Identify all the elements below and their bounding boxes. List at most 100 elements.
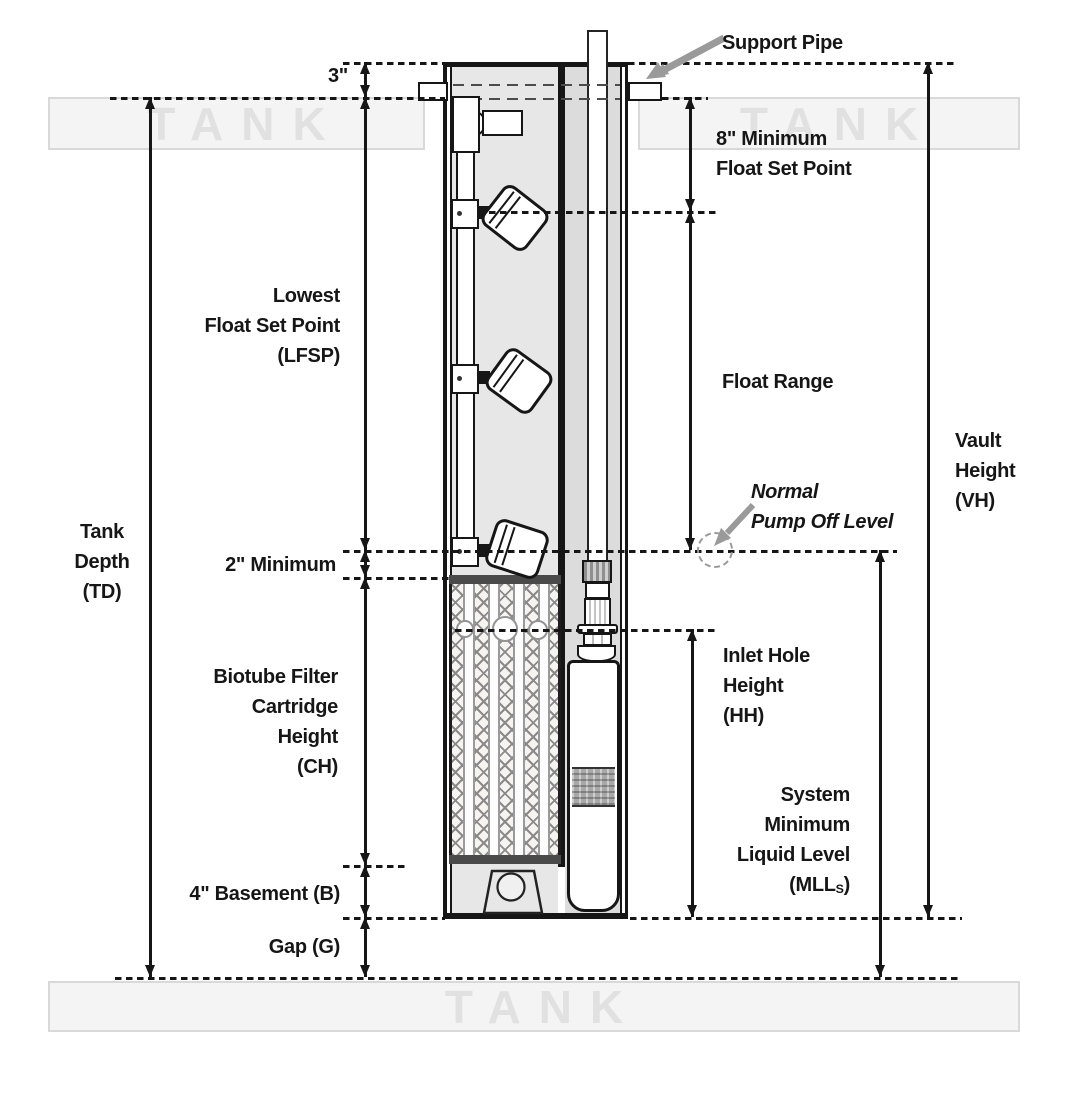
dim-cartridge-height [364, 577, 367, 865]
filter-rib [487, 584, 500, 855]
tank-depth-line-1: Tank [80, 521, 124, 543]
biotube-label: Biotube Filter Cartridge Height (CH) [153, 662, 338, 782]
pump-hose-coupler [582, 560, 612, 583]
vault-height-line-3: (VH) [955, 490, 995, 512]
inlet-line-1: Inlet Hole [723, 645, 811, 667]
level-vault-bottom-right [630, 917, 962, 920]
support-pipe-arrow [646, 34, 726, 79]
vault-divider-wall [558, 67, 565, 867]
dim-vault-height [927, 62, 930, 917]
filter-rib [462, 584, 475, 855]
dim-tank-depth [149, 97, 152, 977]
level-vault-top-left [343, 62, 445, 65]
mll-line-4: (MLLS) [655, 870, 850, 904]
vault-lid [443, 62, 628, 67]
tank-depth-line-3: (TD) [82, 581, 122, 603]
tank-lid-right-band: TANK [638, 97, 1020, 150]
level-inlet-holes [455, 629, 716, 632]
tank-watermark: TANK [444, 980, 642, 1033]
collar-screw [457, 211, 462, 216]
mll-line-1: System [780, 784, 851, 806]
inlet-line-2: Height [723, 675, 784, 697]
level-pump-off [343, 550, 897, 553]
stem-valve-handle [482, 110, 523, 136]
float-collar-middle [450, 364, 479, 394]
pump-intake-screen [572, 767, 615, 807]
dim-float-range [689, 211, 692, 550]
vault-height-label: Vault Height (VH) [955, 426, 1016, 516]
level-tank-bottom [115, 977, 962, 980]
min-float-line-2: Float Set Point [716, 158, 852, 180]
lfsp-label: Lowest Float Set Point (LFSP) [145, 281, 340, 371]
level-vault-bottom-left [343, 917, 445, 920]
tank-watermark: TANK [147, 97, 344, 150]
filter-rib [537, 584, 550, 855]
gap-label: Gap (G) [268, 936, 341, 958]
lfsp-line-1: Lowest [272, 285, 340, 307]
tank-bottom-band: TANK [48, 981, 1020, 1032]
dim-gap [364, 917, 367, 977]
pump-off-line-2: Pump Off Level [751, 511, 894, 533]
support-pipe-hidden-top-edge [453, 84, 620, 87]
support-pipe-label: Support Pipe [722, 32, 843, 54]
support-pipe-right-stub [628, 82, 662, 101]
biotube-line-2: Cartridge [251, 696, 339, 718]
support-pipe-left-stub [418, 82, 448, 101]
tank-depth-label: Tank Depth (TD) [51, 517, 153, 607]
pump-off-line-1: Normal [751, 481, 819, 503]
mll-line-2: Minimum [764, 814, 850, 836]
vault-right-wall-outer [624, 62, 629, 919]
vault-left-wall-outer [443, 62, 447, 919]
tank-depth-line-2: Depth [74, 551, 130, 573]
pump-off-arrow [714, 502, 756, 546]
filter-bottom-plate [448, 855, 561, 864]
vault-right-wall-inner [620, 62, 623, 919]
float-range-label: Float Range [722, 371, 834, 393]
tank-watermark: TANK [739, 97, 937, 150]
biotube-line-3: Height [277, 726, 339, 748]
biotube-line-1: Biotube Filter [213, 666, 338, 688]
min-float-line-1: 8" Minimum [716, 128, 827, 150]
vault-left-wall-inner [449, 62, 452, 919]
lfsp-line-3: (LFSP) [277, 345, 340, 367]
filter-rib [512, 584, 525, 855]
vault-base-foot [482, 869, 544, 915]
dim-2in-min [364, 550, 367, 577]
level-filter-bottom [343, 865, 407, 868]
lfsp-line-2: Float Set Point [204, 315, 340, 337]
support-pipe-hidden-bottom-edge [453, 97, 620, 100]
dim-inlet-hole-height [691, 629, 694, 917]
dim-3in [364, 62, 367, 97]
float-collar-top [450, 199, 479, 229]
min-2in-label: 2" Minimum [225, 554, 336, 576]
dim-basement [364, 865, 367, 917]
mll-paren-pre: (MLL [789, 874, 836, 896]
inlet-hole-label: Inlet Hole Height (HH) [723, 641, 810, 731]
mll-label: System Minimum Liquid Level (MLLS) [655, 780, 850, 904]
biotube-line-4: (CH) [296, 756, 338, 778]
level-filter-top [343, 577, 450, 580]
float-stem-tee [452, 96, 480, 153]
level-tank-top-left [110, 97, 445, 100]
vault-height-line-2: Height [955, 460, 1016, 482]
mll-subscript: S [835, 882, 844, 897]
vault-height-line-1: Vault [955, 430, 1002, 452]
normal-pump-off-label: Normal Pump Off Level [751, 477, 893, 537]
pump-adapter [584, 582, 610, 599]
collar-screw [457, 376, 462, 381]
mll-line-3: Liquid Level [736, 844, 850, 866]
vault-bottom [443, 913, 628, 919]
pump-body [567, 660, 620, 912]
filter-top-plate [448, 575, 561, 584]
mll-paren-post: ) [843, 874, 851, 896]
dim-8in-min-float [689, 97, 692, 211]
dim-3in-label: 3" [327, 65, 348, 87]
pump-check-valve [583, 598, 611, 626]
dim-mll [879, 550, 882, 977]
float-cap-line [493, 524, 516, 566]
discharge-pipe [586, 30, 608, 562]
level-top-float [478, 211, 720, 214]
min-float-set-point-label: 8" Minimum Float Set Point [716, 124, 852, 184]
inlet-line-3: (HH) [723, 705, 765, 727]
